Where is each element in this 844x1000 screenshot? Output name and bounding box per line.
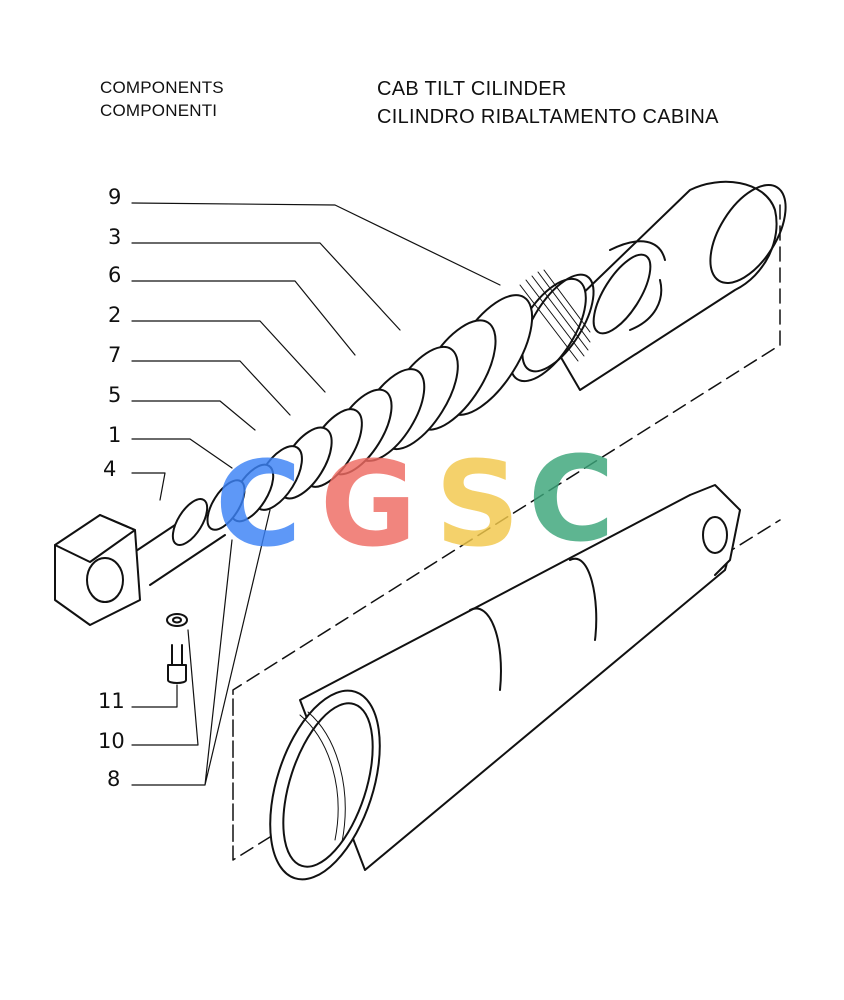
header-title-it: CILINDRO RIBALTAMENTO CABINA xyxy=(377,106,719,128)
header-title-en: CAB TILT CILINDER xyxy=(377,78,567,100)
section-header-right: CAB TILT CILINDER CILINDRO RIBALTAMENTO … xyxy=(377,75,719,131)
piston-rod-assembly xyxy=(54,180,787,626)
cylinder-barrel xyxy=(269,484,741,881)
callout-5: 5 xyxy=(108,383,121,407)
callout-10: 10 xyxy=(98,729,125,753)
callout-7: 7 xyxy=(108,343,121,367)
dashed-boundary xyxy=(232,204,781,861)
watermark-letter-c1: C xyxy=(215,435,302,573)
callout-3: 3 xyxy=(108,225,121,249)
callout-9: 9 xyxy=(108,185,121,209)
screw-and-washer xyxy=(166,613,188,684)
callout-2: 2 xyxy=(108,303,121,327)
callout-8: 8 xyxy=(107,767,120,791)
watermark-letter-g: G xyxy=(320,435,417,573)
callout-4: 4 xyxy=(103,457,116,481)
watermark-letter-c2: C xyxy=(528,430,615,568)
callout-6: 6 xyxy=(108,263,121,287)
callout-labels: 9 3 6 2 7 5 1 4 11 10 8 xyxy=(98,185,125,791)
watermark-letter-s: S xyxy=(435,435,520,573)
cgsc-watermark-logo: C G S C xyxy=(215,430,615,573)
header-components-it: COMPONENTI xyxy=(100,101,218,120)
callout-11: 11 xyxy=(98,689,125,713)
leader-lines xyxy=(131,202,501,786)
callout-1: 1 xyxy=(108,423,121,447)
header-components-en: COMPONENTS xyxy=(100,78,224,97)
section-header-left: COMPONENTS COMPONENTI xyxy=(100,76,224,122)
